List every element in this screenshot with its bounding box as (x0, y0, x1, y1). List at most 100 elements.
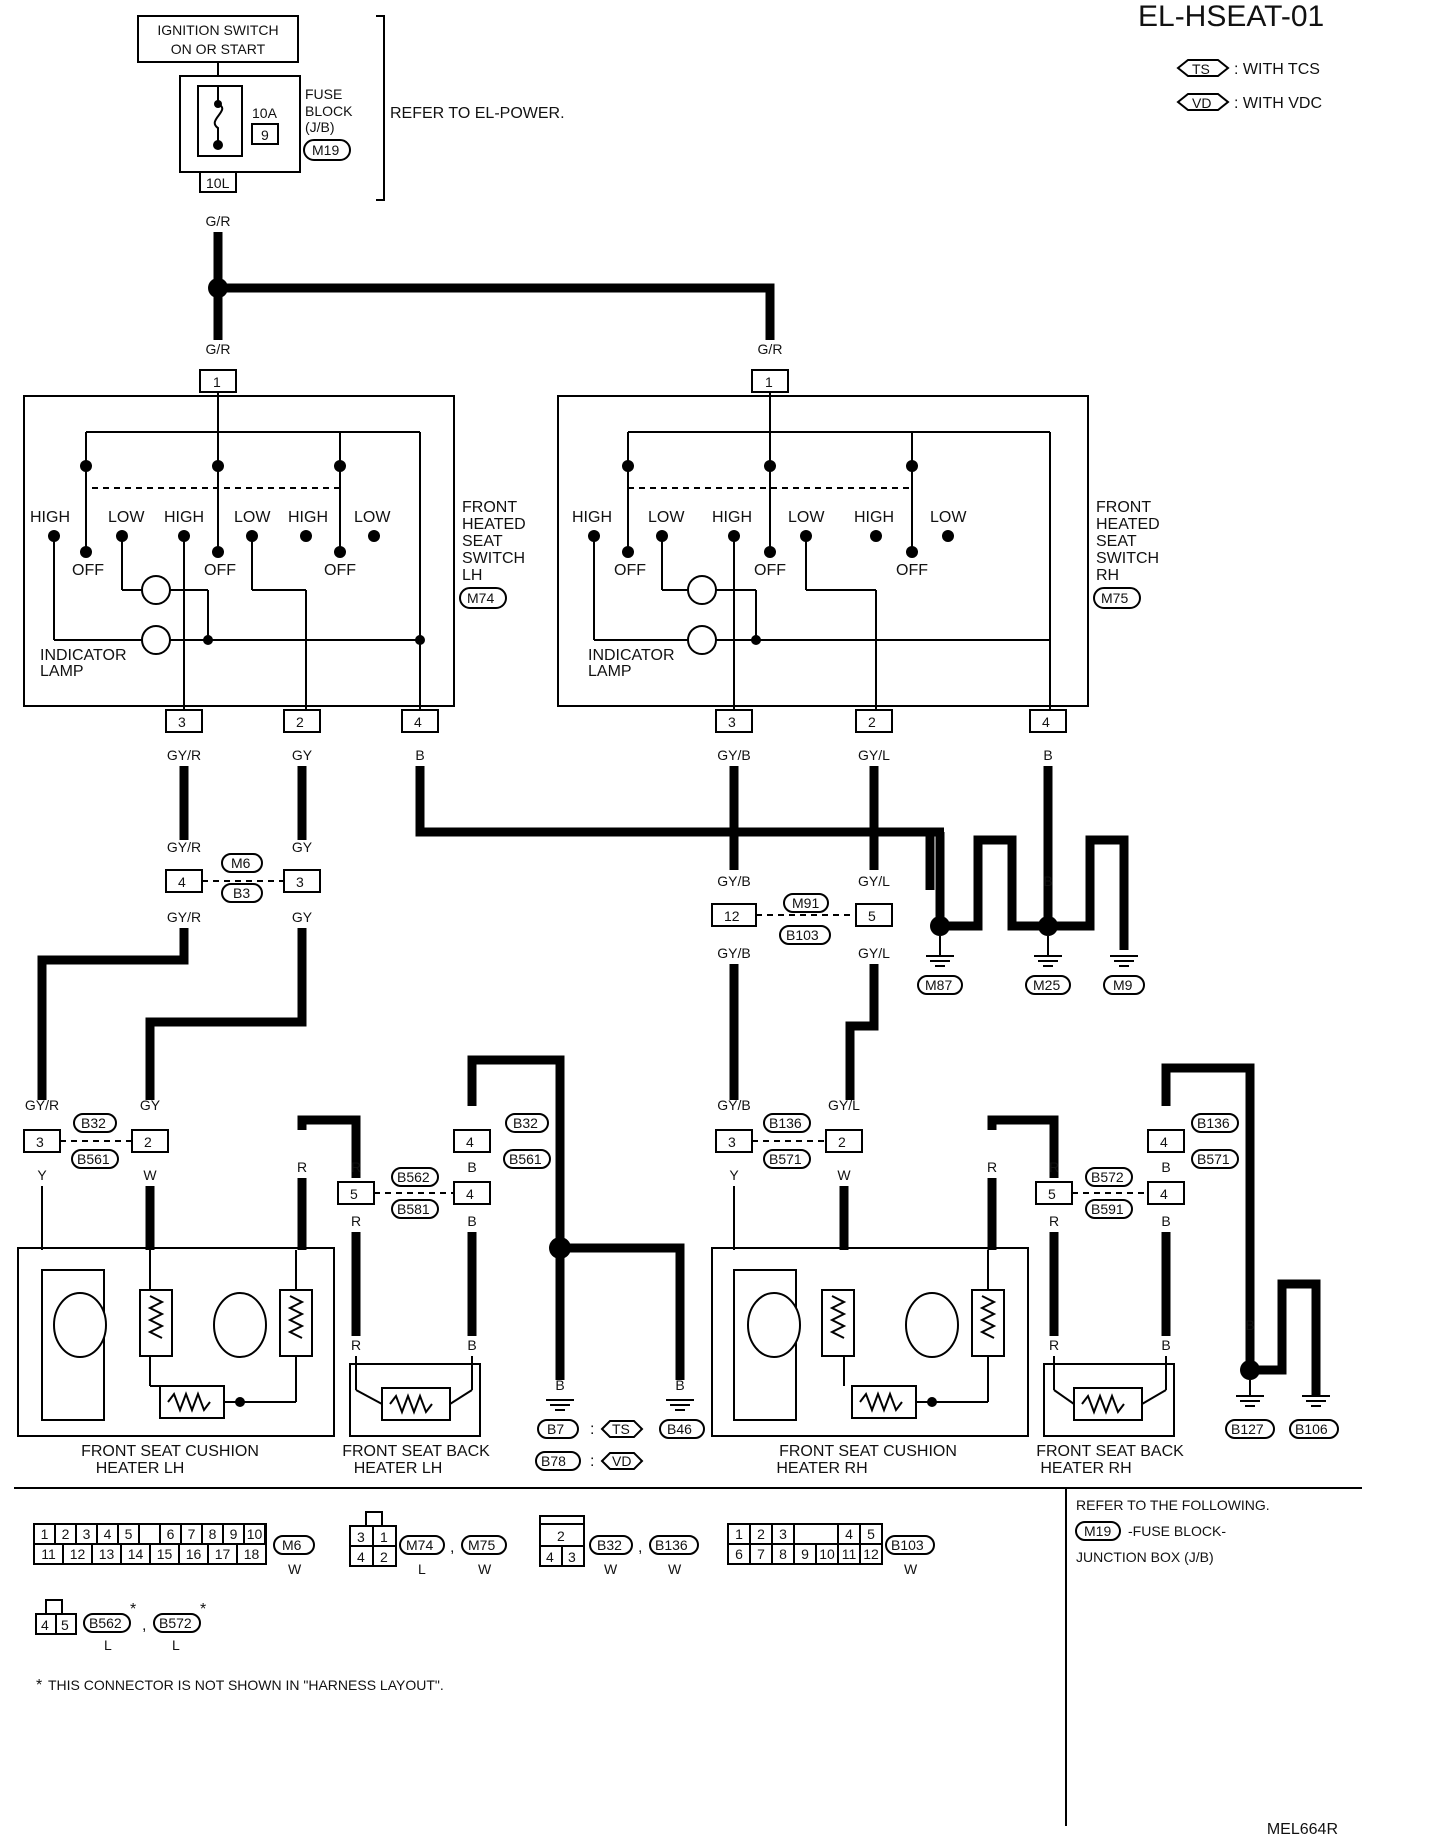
svg-text:4: 4 (41, 1617, 49, 1633)
svg-text:REFER TO THE FOLLOWING.: REFER TO THE FOLLOWING. (1076, 1497, 1270, 1513)
svg-text:: WITH VDC: : WITH VDC (1234, 95, 1322, 112)
connector-cell (138, 1523, 161, 1545)
svg-text:3: 3 (728, 714, 736, 730)
svg-text:G/R: G/R (758, 341, 783, 357)
cushion-heater-lh: FRONT SEAT CUSHION HEATER LH (17, 1247, 335, 1477)
connector-pin-label: 12 (863, 1546, 879, 1562)
connector-pin-label: 7 (188, 1526, 196, 1542)
svg-text:GY/B: GY/B (717, 747, 750, 763)
svg-text:W: W (668, 1561, 682, 1577)
svg-text:GY/L: GY/L (858, 747, 890, 763)
svg-text:FRONT: FRONT (462, 499, 517, 516)
svg-text:B32: B32 (513, 1115, 538, 1131)
svg-text:LOW: LOW (788, 509, 825, 526)
svg-text:SEAT: SEAT (1096, 533, 1137, 550)
footnote: * THIS CONNECTOR IS NOT SHOWN IN "HARNES… (36, 1677, 444, 1694)
svg-text:FRONT SEAT CUSHION: FRONT SEAT CUSHION (81, 1443, 259, 1460)
svg-text:ON OR START: ON OR START (171, 41, 266, 57)
svg-text:SWITCH: SWITCH (1096, 550, 1159, 567)
svg-text:GY/R: GY/R (167, 909, 201, 925)
connector-pin-label: 6 (735, 1546, 743, 1562)
svg-text:R: R (1049, 1213, 1059, 1229)
svg-text:R: R (1049, 1337, 1059, 1353)
svg-text:B: B (1043, 873, 1052, 889)
svg-text:B32: B32 (597, 1537, 622, 1553)
back-heater-lh: FRONT SEAT BACK HEATER LH (342, 1356, 490, 1477)
svg-text:LH: LH (462, 567, 482, 584)
connector-pin-label: 8 (209, 1526, 217, 1542)
svg-text:B562: B562 (397, 1169, 430, 1185)
svg-text:B: B (467, 1337, 476, 1353)
svg-text:HEATER LH: HEATER LH (354, 1460, 443, 1477)
svg-text:B32: B32 (81, 1115, 106, 1131)
switch-lh: 1 HIGH LOW HIGH LOW HIGH LOW OFF OFF OFF (23, 369, 526, 733)
svg-text:B106: B106 (1295, 1421, 1328, 1437)
connector-pin-label: 15 (157, 1546, 173, 1562)
svg-text:R: R (351, 1337, 361, 1353)
svg-text:G/R: G/R (206, 341, 231, 357)
connector-pin-label: 18 (244, 1546, 260, 1562)
svg-text:GY/L: GY/L (858, 873, 890, 889)
legend-ts: TS : WITH TCS (1176, 59, 1320, 78)
diagram-code: MEL664R (1267, 1821, 1338, 1838)
ground-cluster-m: B B B B B B M87 M25 M9 (917, 827, 1145, 995)
svg-text:3: 3 (178, 714, 186, 730)
svg-text:B3: B3 (233, 885, 250, 901)
svg-text:M75: M75 (1101, 590, 1128, 606)
svg-text:*: * (36, 1677, 42, 1694)
svg-text:M9: M9 (1113, 977, 1133, 993)
svg-text:INDICATOR: INDICATOR (588, 647, 675, 664)
svg-text:*: * (130, 1601, 136, 1618)
svg-text:FRONT SEAT CUSHION: FRONT SEAT CUSHION (779, 1443, 957, 1460)
svg-text:HIGH: HIGH (30, 509, 70, 526)
svg-text:1: 1 (380, 1529, 388, 1545)
svg-text:R: R (351, 1159, 361, 1175)
svg-text:,: , (638, 1539, 642, 1556)
svg-text:M19: M19 (1084, 1523, 1111, 1539)
svg-text:3: 3 (36, 1134, 44, 1150)
ignition-switch-box: IGNITION SWITCH ON OR START (137, 15, 299, 63)
svg-text:B581: B581 (397, 1201, 430, 1217)
svg-text:W: W (604, 1561, 618, 1577)
svg-text:LOW: LOW (930, 509, 967, 526)
svg-text:HIGH: HIGH (572, 509, 612, 526)
svg-text:R: R (1049, 1159, 1059, 1175)
svg-text:10L: 10L (206, 175, 230, 191)
svg-text:*: * (200, 1601, 206, 1618)
svg-text:HIGH: HIGH (712, 509, 752, 526)
svg-text:1: 1 (213, 374, 221, 390)
svg-text:3: 3 (728, 1134, 736, 1150)
svg-text:B561: B561 (509, 1151, 542, 1167)
svg-text:GY: GY (140, 1097, 161, 1113)
svg-text:THIS CONNECTOR IS NOT SHOWN IN: THIS CONNECTOR IS NOT SHOWN IN "HARNESS … (48, 1677, 444, 1693)
connector-pin-label: 14 (128, 1546, 144, 1562)
svg-text:2: 2 (868, 714, 876, 730)
svg-text:HIGH: HIGH (854, 509, 894, 526)
connector-pin-label: 8 (779, 1546, 787, 1562)
svg-text:B: B (1161, 1159, 1170, 1175)
svg-text:GY/B: GY/B (717, 1097, 750, 1113)
ground-b7-b46: B7 : TS B46 B78 : VD (535, 1399, 705, 1471)
refer-power-note: REFER TO EL-POWER. (390, 105, 565, 122)
svg-text:GY/R: GY/R (167, 839, 201, 855)
svg-text:5: 5 (1048, 1186, 1056, 1202)
svg-text:B127: B127 (1231, 1421, 1264, 1437)
svg-text:JUNCTION BOX (J/B): JUNCTION BOX (J/B) (1076, 1549, 1214, 1565)
svg-text:B78: B78 (541, 1453, 566, 1469)
connector-pin-label: 9 (801, 1546, 809, 1562)
svg-text:OFF: OFF (896, 562, 928, 579)
ground-b127-b106: B B B B127 B106 (1225, 1279, 1339, 1439)
svg-text:4: 4 (466, 1186, 474, 1202)
svg-text:M91: M91 (792, 895, 819, 911)
svg-text:2: 2 (144, 1134, 152, 1150)
connector-pin-label: 2 (62, 1526, 70, 1542)
svg-text:GY: GY (292, 839, 313, 855)
svg-text:SEAT: SEAT (462, 533, 503, 550)
svg-text:INDICATOR: INDICATOR (40, 647, 127, 664)
svg-text:GY/R: GY/R (25, 1097, 59, 1113)
connector-face-b562-b572: 4 5 B562 * L , B572 * L (35, 1599, 206, 1653)
svg-text:HEATER RH: HEATER RH (776, 1460, 867, 1477)
connector-pin-label: 5 (867, 1526, 875, 1542)
